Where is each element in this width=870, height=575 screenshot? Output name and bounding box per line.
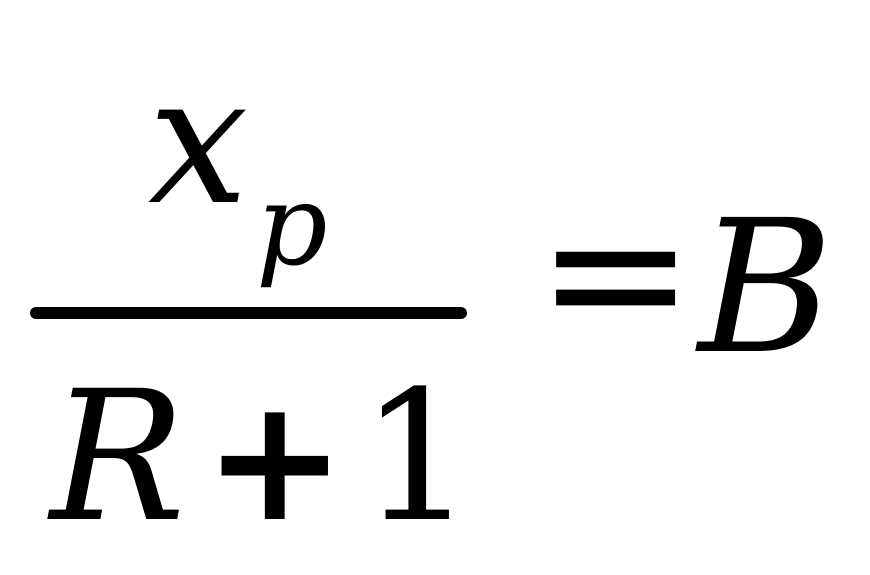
result-variable: B [698,181,834,395]
plus-operator: + [203,362,346,560]
denominator-constant: 1 [359,353,475,562]
numerator-variable: x [148,37,249,244]
numerator-subscript: p [256,161,328,291]
denominator-variable: R [50,353,186,562]
fraction-denominator: R + 1 [50,368,475,548]
equals-sign: = [536,162,696,383]
fraction-bar [30,307,467,319]
